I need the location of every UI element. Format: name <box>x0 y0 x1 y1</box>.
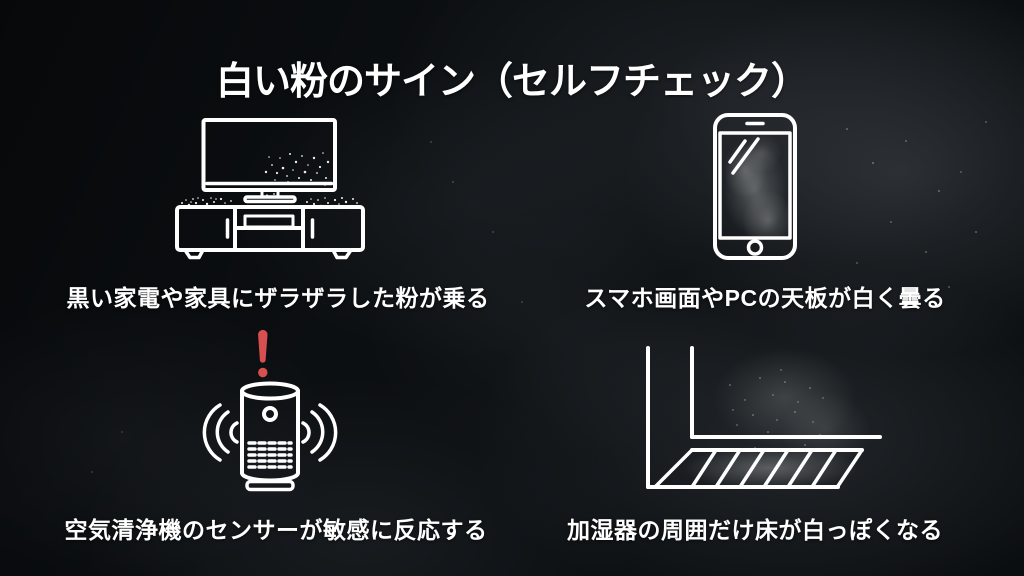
purifier-sensor <box>262 406 278 422</box>
alert-exclamation-icon <box>258 329 268 378</box>
tv-screen <box>201 118 337 192</box>
slide-title: 白い粉のサイン（セルフチェック） <box>215 61 809 104</box>
sound-waves-right <box>301 403 338 462</box>
caption-floor-around-humidifier: 加湿器の周囲だけ床が白っぽくなる <box>567 517 943 543</box>
screen-haze <box>723 135 788 236</box>
phone-home-button <box>746 239 764 256</box>
purifier-grille <box>247 441 293 469</box>
floor-corner-icon <box>646 346 882 490</box>
caption-air-purifier-sensor: 空気清浄機のセンサーが敏感に反応する <box>64 517 488 543</box>
sound-waves-left <box>202 403 239 462</box>
caption-dark-appliances: 黒い家電や家具にザラザラした粉が乗る <box>66 285 490 311</box>
smartphone-icon <box>713 113 797 260</box>
tv-cabinet <box>175 205 365 260</box>
caption-smartphone-screen: スマホ画面やPCの天板が白く曇る <box>584 285 946 311</box>
purifier-body <box>240 381 300 492</box>
tv-cabinet-icon <box>175 118 365 260</box>
air-purifier-icon <box>202 329 338 492</box>
